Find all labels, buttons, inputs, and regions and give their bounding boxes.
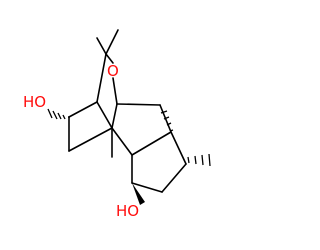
hashed-bond-ring-methyl [187, 153, 211, 167]
bond-oxygen-to-bridgehead [112, 77, 118, 105]
bond-gem-methyl-1 [96, 37, 107, 55]
bond-ch2-to-quaternary [68, 127, 113, 152]
molecule-structure: O HO HO [23, 29, 211, 220]
hashed-bond-ring-fusion-h [160, 110, 174, 132]
bond-bridgehead-to-ch2 [116, 103, 161, 106]
bond-lower-fusion-to-upper-fusion [131, 131, 172, 156]
bottom-hydroxyl-label: HO [116, 202, 139, 220]
bond-upper-to-choh [68, 101, 98, 118]
bond-c-gem-to-oxygen [105, 53, 114, 64]
hashed-bond-left-hydroxyl [47, 108, 70, 120]
bond-ch2-to-choh [131, 182, 163, 193]
bond-quaternary-to-bridgehead [111, 103, 118, 129]
bond-upper-to-quaternary [96, 101, 113, 129]
bond-chme-to-ch2 [161, 163, 187, 193]
wedge-bond-lower-fusion [112, 128, 134, 158]
wedge-bond-bottom-hydroxyl [132, 183, 145, 205]
bond-gem-methyl-2 [105, 29, 119, 55]
ring-oxygen-label: O [107, 62, 119, 80]
bond-gem-to-upper-carbon [96, 53, 107, 103]
left-hydroxyl-label: HO [23, 93, 46, 111]
bond-upper-fusion-to-chme [170, 131, 187, 165]
